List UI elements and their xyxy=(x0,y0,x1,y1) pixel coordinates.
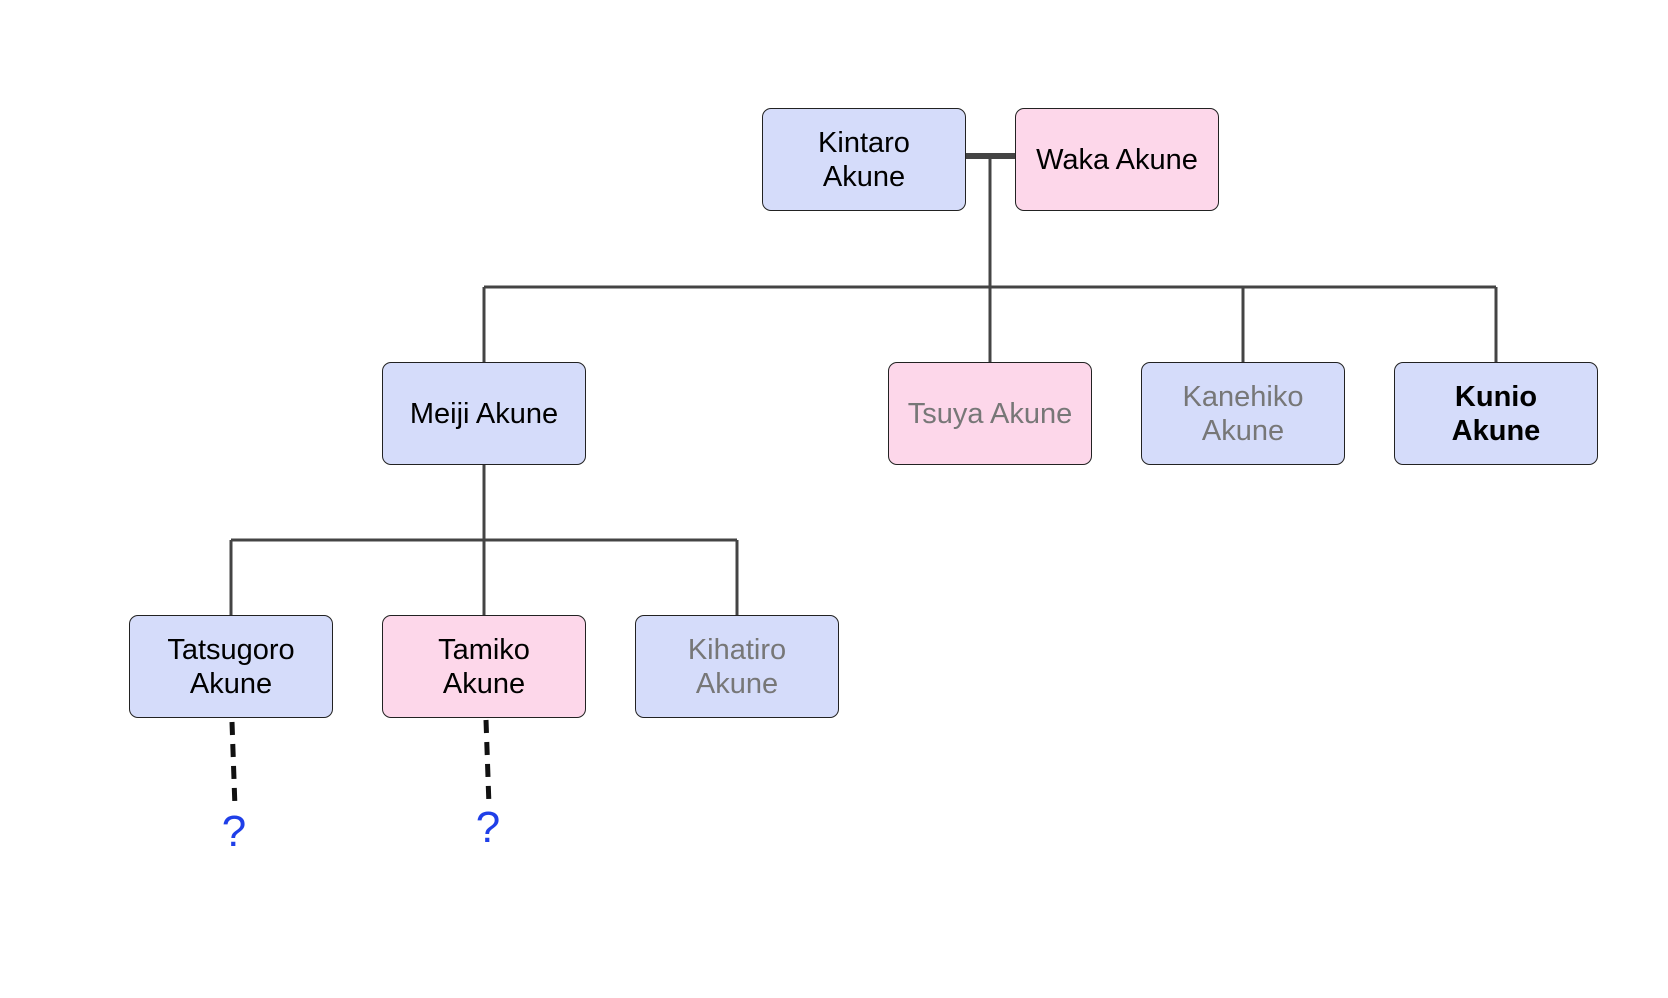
person-name: Kihatiro Akune xyxy=(687,633,787,700)
person-kintaro-akune[interactable]: Kintaro Akune xyxy=(762,108,966,211)
person-name: Waka Akune xyxy=(1036,143,1198,176)
person-name: Meiji Akune xyxy=(409,397,559,430)
person-name: Kunio Akune xyxy=(1451,380,1541,447)
unknown-descendant-marker: ? xyxy=(221,807,247,856)
person-kihatiro-akune[interactable]: Kihatiro Akune xyxy=(635,615,839,718)
person-tatsugoro-akune[interactable]: Tatsugoro Akune xyxy=(129,615,333,718)
person-waka-akune[interactable]: Waka Akune xyxy=(1015,108,1219,211)
person-name: Kanehiko Akune xyxy=(1182,380,1304,447)
person-name: Tatsugoro Akune xyxy=(167,633,295,700)
person-name: Kintaro Akune xyxy=(818,126,910,193)
person-kunio-akune[interactable]: Kunio Akune xyxy=(1394,362,1598,465)
person-name: Tsuya Akune xyxy=(907,397,1073,430)
person-tsuya-akune[interactable]: Tsuya Akune xyxy=(888,362,1092,465)
person-name: Tamiko Akune xyxy=(438,633,530,700)
person-kanehiko-akune[interactable]: Kanehiko Akune xyxy=(1141,362,1345,465)
unknown-descendant-marker: ? xyxy=(475,803,501,852)
tatsugoro-unknown-line xyxy=(229,721,238,809)
person-meiji-akune[interactable]: Meiji Akune xyxy=(382,362,586,465)
person-tamiko-akune[interactable]: Tamiko Akune xyxy=(382,615,586,718)
tamiko-unknown-line xyxy=(483,719,492,807)
